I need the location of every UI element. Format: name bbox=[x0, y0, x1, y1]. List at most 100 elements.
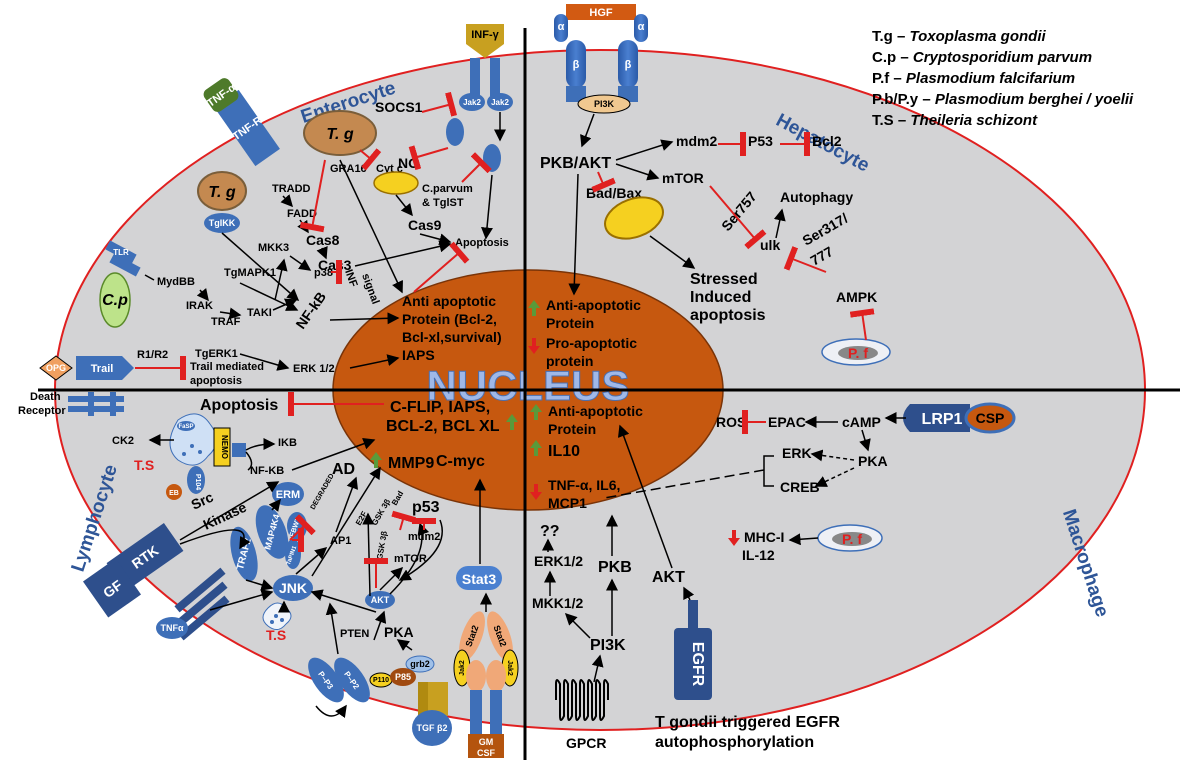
antiapop-2: Protein (Bcl-2, bbox=[402, 311, 497, 327]
stressed-3: apoptosis bbox=[690, 307, 766, 324]
p38: p38 bbox=[314, 267, 333, 279]
species-legend: T.g – Toxoplasma gondii C.p – Cryptospor… bbox=[872, 26, 1133, 131]
jak2-2 bbox=[487, 93, 513, 111]
tg-parasite-2 bbox=[197, 171, 247, 211]
grb2 bbox=[405, 655, 435, 673]
legend-species: Cryptosporidium parvum bbox=[912, 49, 1093, 66]
cmyc: C-myc bbox=[436, 453, 485, 470]
stressed-2: Induced bbox=[690, 289, 751, 306]
p104-label: P104 bbox=[194, 474, 201, 490]
pf-label-hep: P. f bbox=[848, 345, 868, 361]
legend-row: P.b/P.y – Plasmodium berghei / yoelii bbox=[872, 89, 1133, 110]
antiapop-hep-1: Anti-apoptotic bbox=[546, 297, 641, 313]
pf-inner-mac bbox=[832, 532, 872, 546]
legend-sep: – bbox=[892, 28, 910, 45]
mkk12: MKK1/2 bbox=[532, 595, 584, 611]
macrophage-arrows bbox=[542, 412, 906, 683]
tg-label-1: T. g bbox=[326, 126, 353, 143]
erk-mac: ERK bbox=[782, 445, 812, 461]
mmp9: MMP9 bbox=[388, 455, 434, 472]
tglst: & TglST bbox=[422, 197, 464, 209]
legend-species: Plasmodium falcifarium bbox=[905, 70, 1076, 87]
p85 bbox=[390, 668, 416, 686]
legend-row: T.g – Toxoplasma gondii bbox=[872, 26, 1133, 47]
jak2-label-2: Jak2 bbox=[491, 98, 509, 107]
stat3-label: Stat3 bbox=[462, 571, 496, 587]
ikb-box bbox=[232, 443, 246, 457]
beta-1: β bbox=[573, 59, 580, 71]
alpha-1: α bbox=[558, 21, 565, 33]
p110-label: P110 bbox=[373, 677, 389, 684]
cflip-2: BCL-2, BCL XL bbox=[386, 418, 500, 435]
pf-label-mac: P. f bbox=[842, 531, 862, 547]
ros: ROS bbox=[716, 414, 746, 430]
antiapop-3: Bcl-xl,survival) bbox=[402, 329, 502, 345]
lymphocyte-arrows bbox=[148, 434, 492, 719]
p53-hep: P53 bbox=[748, 133, 773, 149]
trail-apop-2: apoptosis bbox=[190, 375, 242, 387]
bcl2-hep: Bcl2 bbox=[812, 133, 842, 149]
enterocyte-inhibitions bbox=[135, 91, 492, 380]
pi3k-mac: PI3K bbox=[590, 637, 626, 654]
p85-label: P85 bbox=[395, 672, 411, 682]
tnfa-receptor: TNFα bbox=[156, 567, 230, 641]
pka-mac: PKA bbox=[858, 453, 888, 469]
hgf-label: HGF bbox=[589, 7, 613, 19]
r1r2: R1/R2 bbox=[137, 349, 168, 361]
trail-apop-1: Trail mediated bbox=[190, 361, 264, 373]
ikb: IKB bbox=[278, 437, 297, 449]
hepatocyte-inhibitions bbox=[591, 132, 875, 341]
legend-sep: – bbox=[893, 112, 911, 129]
egfr-label: EGFR bbox=[689, 642, 706, 687]
map4k4 bbox=[255, 505, 289, 559]
antiapop-4: IAPS bbox=[402, 347, 435, 363]
down-arrow-2 bbox=[530, 484, 542, 500]
stat1-1 bbox=[446, 118, 464, 146]
mtor-lymph: mTOR bbox=[394, 553, 427, 565]
pkb-mac: PKB bbox=[598, 559, 632, 576]
jnk bbox=[273, 575, 313, 601]
cparvum: C.parvum bbox=[422, 183, 473, 195]
hepatocyte-arrows bbox=[568, 113, 786, 296]
legend-sep: – bbox=[896, 49, 913, 66]
tnf-2: MCP1 bbox=[548, 495, 587, 511]
erm-label: ERM bbox=[276, 489, 300, 501]
inf: INF bbox=[342, 268, 359, 289]
creb: CREB bbox=[780, 479, 820, 495]
legend-species: Toxoplasma gondii bbox=[909, 28, 1046, 45]
enterocyte-arrows bbox=[144, 112, 506, 371]
legend-species: Plasmodium berghei / yoelii bbox=[934, 91, 1134, 108]
tlr-label: TLR bbox=[113, 248, 129, 257]
ampk: AMPK bbox=[836, 289, 877, 305]
mitochondrion-1 bbox=[373, 171, 419, 195]
traf: TRAF bbox=[211, 316, 241, 328]
alpha-2: α bbox=[638, 21, 645, 33]
eb bbox=[166, 484, 182, 500]
lrp1-receptor: LRP1 CSP bbox=[903, 402, 1016, 434]
tgfb2-label: TGF β2 bbox=[417, 723, 448, 733]
death-label-2: Receptor bbox=[18, 405, 66, 417]
cp-parasite bbox=[99, 272, 131, 328]
nemo bbox=[213, 427, 231, 467]
tradd: TRADD bbox=[272, 183, 311, 195]
mdm2-hep: mdm2 bbox=[676, 133, 717, 149]
ulk: ulk bbox=[760, 237, 780, 253]
jak2-lymph-2: Jak2 bbox=[506, 660, 513, 676]
down-arrow-1 bbox=[528, 338, 540, 354]
p53-lymph: p53 bbox=[412, 499, 440, 516]
tg-parasite-1 bbox=[303, 110, 377, 156]
mitochondrion-2 bbox=[604, 196, 664, 240]
taki: TAKI bbox=[247, 307, 272, 319]
grb2-label: grb2 bbox=[410, 659, 430, 669]
qq: ?? bbox=[540, 523, 560, 540]
irak: IRAK bbox=[186, 300, 213, 312]
tnf-1: TNF-α, IL6, bbox=[548, 477, 620, 493]
lymphocyte-inhibitions bbox=[288, 392, 436, 588]
ad: AD bbox=[332, 461, 355, 478]
cas8: Cas8 bbox=[306, 232, 340, 248]
egfr-receptor: EGFR bbox=[674, 600, 712, 700]
tgfb2-receptor: TGF β2 bbox=[412, 682, 452, 746]
csp-label: CSP bbox=[976, 410, 1005, 426]
nemo-label: NEMO bbox=[220, 435, 229, 459]
